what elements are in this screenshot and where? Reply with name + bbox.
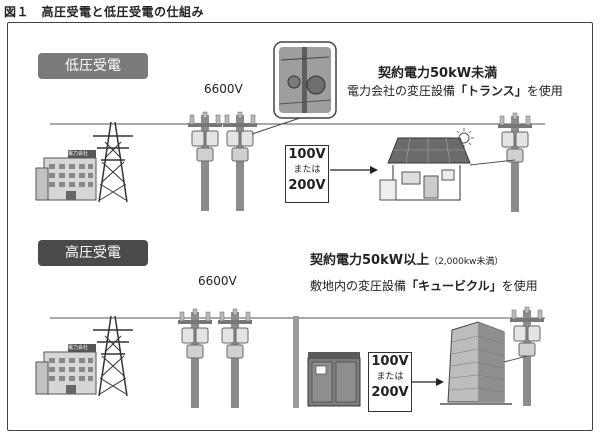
high-transmission-tower xyxy=(92,315,134,397)
high-box-top: 100V xyxy=(371,354,409,369)
low-equipment-post: を使用 xyxy=(526,84,563,98)
high-pole-1 xyxy=(177,308,213,409)
low-equipment-line: 電力会社の変圧設備「トランス」を使用 xyxy=(347,82,563,99)
low-contract-text: 契約電力50kW未満 xyxy=(378,66,498,81)
solar-house xyxy=(379,128,516,201)
high-plain-pole xyxy=(293,316,299,408)
low-voltage-badge: 低圧受電 xyxy=(38,53,148,79)
low-box-bottom: 200V xyxy=(288,178,326,193)
low-company-building xyxy=(35,149,97,201)
diagram-panel xyxy=(7,22,593,431)
high-contract-text: 契約電力50kW以上 xyxy=(310,253,430,268)
office-building xyxy=(440,321,528,405)
high-equipment-post: を使用 xyxy=(501,279,538,293)
low-equipment-pre: 電力会社の変圧設備 xyxy=(347,84,456,98)
high-box-mid: または xyxy=(376,372,404,382)
cubicle xyxy=(307,352,361,407)
low-transmission-tower xyxy=(92,121,134,203)
figure-title: 図１ 高圧受電と低圧受電の仕組み xyxy=(4,5,205,19)
high-company-building xyxy=(35,343,97,395)
high-equipment-pre: 敷地内の変圧設備 xyxy=(310,279,407,293)
low-line-voltage: 6600V xyxy=(204,82,243,96)
low-pole-1 xyxy=(187,111,223,212)
high-equipment-line: 敷地内の変圧設備「キュービクル」を使用 xyxy=(310,277,538,294)
high-box-bottom: 200V xyxy=(371,385,409,400)
low-pole-3 xyxy=(497,112,533,213)
high-company-sign: 電力会社 xyxy=(68,345,89,351)
low-pole-2 xyxy=(222,111,258,212)
high-voltage-output-box: 100V または 200V xyxy=(368,352,412,412)
high-contract-line: 契約電力50kW以上（2,000kw未満） xyxy=(310,249,503,268)
transformer-photo-inset xyxy=(273,41,337,119)
high-line-voltage: 6600V xyxy=(198,274,237,288)
high-pole-2 xyxy=(217,308,253,409)
high-contract-note: （2,000kw未満） xyxy=(429,257,504,267)
low-box-top: 100V xyxy=(288,147,326,162)
low-box-mid: または xyxy=(293,165,321,175)
high-voltage-badge: 高圧受電 xyxy=(38,240,148,266)
low-equipment-name: 「トランス」 xyxy=(455,84,527,98)
low-voltage-output-box: 100V または 200V xyxy=(285,145,329,203)
high-equipment-name: 「キュービクル」 xyxy=(406,279,502,293)
low-company-sign: 電力会社 xyxy=(68,151,89,157)
